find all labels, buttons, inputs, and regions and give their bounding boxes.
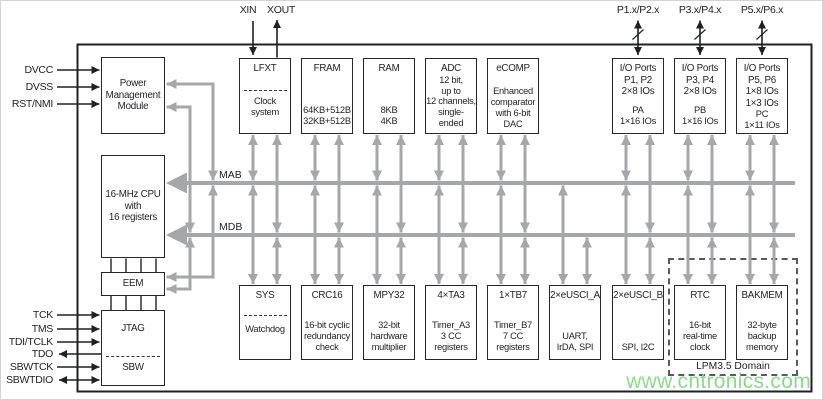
block-rtc: RTC 16-bit real-time clock bbox=[674, 285, 726, 360]
block-body: Enhanced comparator with 6-bit DAC bbox=[490, 86, 536, 130]
dashed-divider bbox=[243, 314, 287, 316]
block-body: PB 1×16 IOs bbox=[682, 105, 718, 127]
block-body: PA 1×16 IOs bbox=[620, 105, 656, 127]
mdb-cpu-arrowhead bbox=[166, 224, 187, 246]
block-title: SYS bbox=[255, 290, 275, 301]
block-title: eCOMP bbox=[496, 63, 530, 74]
block-body: PC 1×11 IOs bbox=[744, 109, 780, 131]
block-body: 16-bit real-time clock bbox=[683, 320, 717, 353]
pin-label-tms: TMS bbox=[31, 323, 54, 335]
block-title: FRAM bbox=[313, 63, 341, 74]
block-body: 16-MHz CPU with 16 registers bbox=[105, 189, 161, 224]
block-jtag-sbw: JTAG SBW bbox=[101, 310, 165, 386]
block-title: ADC bbox=[441, 63, 461, 74]
block-title: LFXT bbox=[253, 63, 277, 74]
pin-label-xout: XOUT bbox=[267, 4, 295, 16]
block-cpu: 16-MHz CPU with 16 registers bbox=[101, 155, 165, 258]
pin-label-tck: TCK bbox=[32, 309, 53, 321]
bus-width-slash bbox=[632, 29, 644, 40]
block-body: 32-byte backup memory bbox=[745, 320, 779, 353]
block-body: 16-bit cyclic redundancy check bbox=[303, 320, 351, 353]
pin-label-rst-nmi: RST/NMI bbox=[11, 98, 53, 110]
block-eusci-a: 2×eUSCI_A UART, IrDA, SPI bbox=[549, 285, 601, 360]
block-title: 4×TA3 bbox=[437, 290, 465, 301]
block-title: RTC bbox=[690, 290, 710, 301]
pin-label-xin: XIN bbox=[239, 4, 257, 16]
block-adc: ADC 12 bit, up to 12 channels, single-en… bbox=[425, 58, 477, 134]
block-body: SBW bbox=[122, 361, 144, 373]
pin-label-sbwtck: SBWTCK bbox=[9, 361, 53, 373]
block-sys-watchdog: SYS Watchdog bbox=[239, 285, 291, 360]
block-timer-a3: 4×TA3 Timer_A3 3 CC registers bbox=[425, 285, 477, 360]
pin-label-tdi-tclk: TDI/TCLK bbox=[8, 336, 54, 348]
block-body: 12 bit, up to 12 channels, single-ended bbox=[426, 74, 476, 129]
mdb-bus-label: MDB bbox=[219, 221, 243, 233]
block-eusci-b: 2×eUSCI_B SPI, I2C bbox=[612, 285, 664, 360]
block-body: 32-bit hardware multiplier bbox=[370, 320, 408, 353]
pin-label-tdo: TDO bbox=[31, 348, 54, 360]
block-crc16: CRC16 16-bit cyclic redundancy check bbox=[301, 285, 353, 360]
block-timer-b7: 1×TB7 Timer_B7 7 CC registers bbox=[487, 285, 539, 360]
block-io-ports-p5-p6: I/O Ports P5, P6 1×8 IOs 1×3 IOs PC 1×11… bbox=[736, 58, 788, 134]
block-title: CRC16 bbox=[311, 290, 343, 301]
block-title: I/O Ports P1, P2 2×8 IOs bbox=[619, 63, 657, 98]
watermark: www.cntronics.com bbox=[626, 370, 811, 393]
block-body: Timer_B7 7 CC registers bbox=[494, 320, 532, 353]
eem-mdb-link bbox=[166, 237, 195, 294]
block-ram: RAM 8KB 4KB bbox=[363, 58, 415, 134]
block-ecomp: eCOMP Enhanced comparator with 6-bit DAC bbox=[487, 58, 539, 134]
dashed-divider bbox=[243, 89, 287, 91]
mab-cpu-arrowhead bbox=[166, 172, 187, 194]
block-bakmem: BAKMEM 32-byte backup memory bbox=[736, 285, 788, 360]
block-lfxt-clock: LFXT Clock system bbox=[239, 58, 291, 134]
block-power-management: Power Management Module bbox=[101, 57, 165, 134]
block-title: RAM bbox=[378, 63, 400, 74]
block-body: Power Management Module bbox=[105, 78, 161, 113]
pin-label-sbwtdio: SBWTDIO bbox=[6, 374, 53, 386]
block-body: SPI, I2C bbox=[621, 342, 655, 353]
eem-mab-link bbox=[166, 185, 218, 282]
pin-label-dvss: DVSS bbox=[25, 81, 54, 93]
block-title: MPY32 bbox=[373, 290, 405, 301]
block-body: EEM bbox=[122, 278, 144, 290]
block-body: 8KB 4KB bbox=[380, 105, 398, 127]
block-io-ports-p3-p4: I/O Ports P3, P4 2×8 IOs PB 1×16 IOs bbox=[674, 58, 726, 134]
bus-width-slash bbox=[756, 29, 768, 40]
block-io-ports-p1-p2: I/O Ports P1, P2 2×8 IOs PA 1×16 IOs bbox=[612, 58, 664, 134]
mab-bus-label: MAB bbox=[219, 169, 242, 181]
block-body: UART, IrDA, SPI bbox=[556, 331, 594, 353]
pmm-mab-link bbox=[166, 79, 218, 181]
pin-label-p5p6: P5.x/P6.x bbox=[740, 4, 784, 16]
block-title: 2×eUSCI_A bbox=[550, 290, 600, 301]
block-fram: FRAM 64KB+512B 32KB+512B bbox=[301, 58, 353, 134]
block-body: Timer_A3 3 CC registers bbox=[432, 320, 470, 353]
block-title: 1×TB7 bbox=[499, 290, 527, 301]
block-eem: EEM bbox=[101, 272, 165, 296]
block-title: I/O Ports P3, P4 2×8 IOs bbox=[681, 63, 719, 98]
pmm-mdb-link bbox=[166, 102, 195, 233]
pin-label-dvcc: DVCC bbox=[24, 64, 53, 76]
block-title: JTAG bbox=[121, 323, 145, 334]
block-title: BAKMEM bbox=[741, 290, 783, 301]
pin-label-p3p4: P3.x/P4.x bbox=[678, 4, 722, 16]
bus-width-slash bbox=[694, 29, 706, 40]
block-body: Clock system bbox=[251, 95, 279, 117]
block-mpy32: MPY32 32-bit hardware multiplier bbox=[363, 285, 415, 360]
pin-label-p1p2: P1.x/P2.x bbox=[616, 4, 660, 16]
block-title: 2×eUSCI_B bbox=[613, 290, 663, 301]
block-title: I/O Ports P5, P6 1×8 IOs 1×3 IOs bbox=[743, 63, 781, 109]
block-body: Watchdog bbox=[245, 323, 285, 334]
dashed-divider bbox=[106, 355, 160, 357]
block-body: 64KB+512B 32KB+512B bbox=[303, 105, 351, 127]
